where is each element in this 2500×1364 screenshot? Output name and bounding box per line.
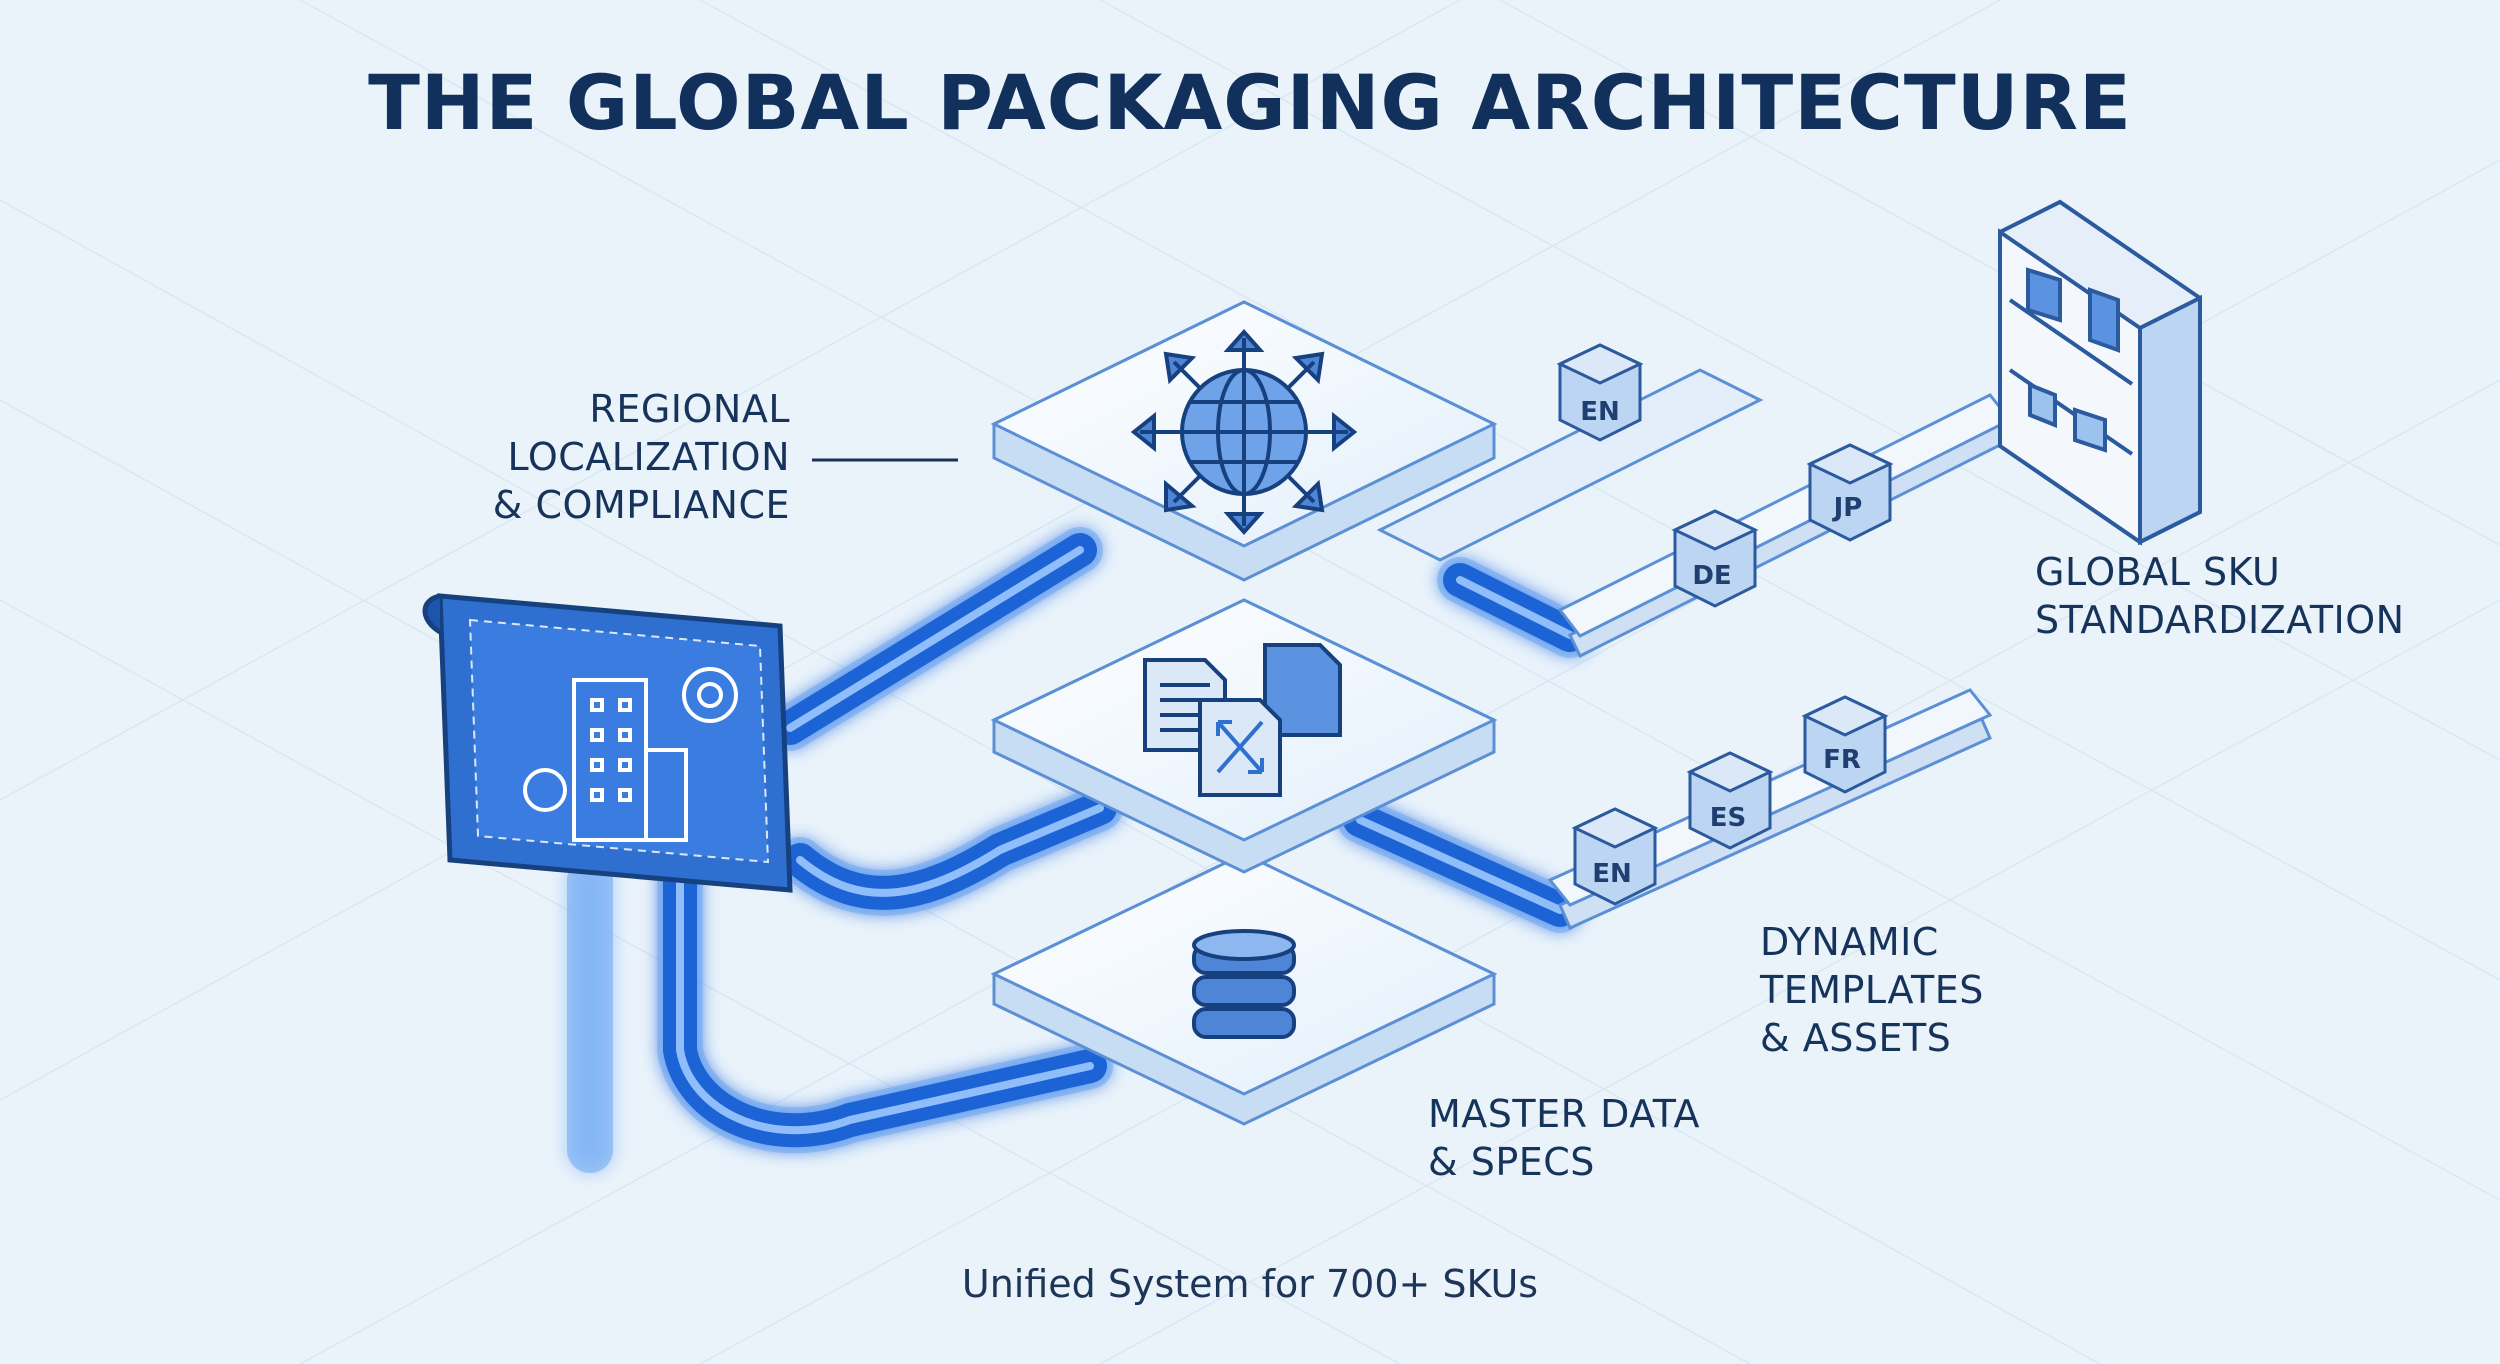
diagram-caption: Unified System for 700+ SKUs [961, 1262, 1539, 1306]
localization-layer [990, 300, 1498, 582]
shelving-unit-icon [1998, 199, 2202, 546]
box-fr-lower: FR [1801, 695, 1889, 794]
label-line: TEMPLATES [1760, 968, 1984, 1012]
label-line: REGIONAL [589, 387, 790, 431]
box-label: DE [1692, 561, 1731, 591]
box-label: ES [1710, 803, 1747, 833]
documents-icon [1143, 643, 1342, 797]
templates-layer [990, 598, 1498, 874]
label-regional-localization: REGIONAL LOCALIZATION & COMPLIANCE [380, 385, 790, 529]
box-en-lower: EN [1571, 807, 1659, 906]
label-line: LOCALIZATION [507, 435, 790, 479]
box-label: FR [1823, 745, 1861, 775]
label-line: DYNAMIC [1760, 920, 1939, 964]
globe-with-arrows-icon [1130, 328, 1358, 536]
label-line: & SPECS [1428, 1140, 1595, 1184]
database-icon [1192, 929, 1296, 1039]
box-de-upper: DE [1671, 509, 1759, 608]
diagram-title: THE GLOBAL PACKAGING ARCHITECTURE [368, 58, 2132, 147]
box-es-lower: ES [1686, 751, 1774, 850]
label-global-sku: GLOBAL SKU STANDARDIZATION [2035, 548, 2405, 644]
box-label: EN [1580, 397, 1620, 427]
building-blueprint-icon [422, 593, 793, 893]
label-line: & COMPLIANCE [492, 483, 790, 527]
box-jp-upper: JP [1806, 443, 1894, 542]
box-label: EN [1592, 859, 1632, 889]
data-pipes [567, 527, 1593, 1173]
box-label: JP [1832, 493, 1863, 523]
label-dynamic-templates: DYNAMIC TEMPLATES & ASSETS [1760, 918, 1984, 1062]
upper-conveyor: EN DE JP [1376, 343, 2013, 659]
lower-conveyor: EN ES FR [1547, 688, 1993, 930]
label-line: MASTER DATA [1428, 1092, 1701, 1136]
label-line: GLOBAL SKU [2035, 550, 2281, 594]
box-en-upper: EN [1556, 343, 1644, 442]
label-line: STANDARDIZATION [2035, 598, 2405, 642]
label-master-data: MASTER DATA & SPECS [1428, 1090, 1700, 1186]
label-line: & ASSETS [1760, 1016, 1952, 1060]
